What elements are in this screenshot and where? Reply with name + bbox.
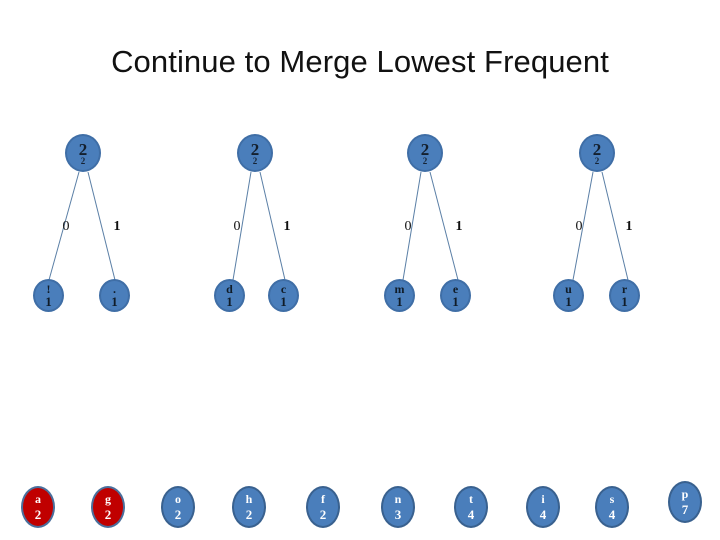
tree-3-leaf-1-symbol: e	[452, 282, 459, 296]
tree-1-leaf-0[interactable]: ! 1	[33, 279, 64, 312]
tree-2-leaf-0-count: 1	[226, 294, 233, 309]
tree-3-root-node[interactable]: 2 2	[407, 134, 443, 172]
symbol-chip-h[interactable]: h 2	[232, 486, 266, 528]
tree-4-leaf-1-count: 1	[621, 294, 628, 309]
symbol-chip-o-symbol: o	[175, 492, 181, 506]
tree-3-root-count: 2	[422, 155, 428, 166]
tree-4-bit-left: 0	[575, 219, 583, 234]
tree-2-leaf-0[interactable]: d 1	[214, 279, 245, 312]
tree-2-root-symbol: 2	[250, 139, 260, 159]
tree-3-leaf-0-symbol: m	[394, 282, 405, 296]
symbol-chip-n-symbol: n	[394, 492, 402, 506]
tree-4-root-node[interactable]: 2 2	[579, 134, 615, 172]
tree-1-leaf-1[interactable]: . 1	[99, 279, 130, 312]
symbol-chip-p-count: 7	[681, 502, 689, 517]
symbol-chip-t-count: 4	[467, 507, 475, 522]
symbol-chip-t-symbol: t	[469, 492, 473, 506]
symbol-chip-g[interactable]: g 2	[91, 486, 125, 528]
symbol-chip-h-symbol: h	[245, 492, 253, 506]
symbol-chip-t[interactable]: t 4	[454, 486, 488, 528]
tree-4-leaf-0-count: 1	[565, 294, 572, 309]
tree-1-leaf-1-symbol: .	[113, 282, 116, 296]
tree-4-leaf-0-symbol: u	[565, 282, 572, 296]
tree-3-bit-left: 0	[404, 219, 412, 234]
tree-4-leaf-1[interactable]: r 1	[609, 279, 640, 312]
tree-2-leaf-1-count: 1	[280, 294, 287, 309]
tree-3-leaf-0[interactable]: m 1	[384, 279, 415, 312]
tree-3-root-symbol: 2	[420, 139, 430, 159]
tree-1-root-count: 2	[80, 155, 86, 166]
tree-1-leaf-1-count: 1	[111, 294, 118, 309]
symbol-chip-n-count: 3	[394, 507, 402, 522]
tree-2-leaf-1-symbol: c	[280, 282, 287, 296]
symbol-chip-a[interactable]: a 2	[21, 486, 55, 528]
symbol-chip-f-count: 2	[319, 507, 327, 522]
tree-1-bit-right: 1	[113, 219, 121, 234]
symbol-chip-i-count: 4	[539, 507, 547, 522]
symbol-chip-p[interactable]: p 7	[668, 481, 702, 523]
tree-2-bit-right: 1	[283, 219, 291, 234]
tree-1-root-symbol: 2	[78, 139, 88, 159]
symbol-chip-s-count: 4	[608, 507, 616, 522]
tree-2-leaf-1[interactable]: c 1	[268, 279, 299, 312]
tree-1-root-node[interactable]: 2 2	[65, 134, 101, 172]
tree-4-leaf-0[interactable]: u 1	[553, 279, 584, 312]
page-title: Continue to Merge Lowest Frequent	[111, 44, 609, 79]
tree-4-root-count: 2	[594, 155, 600, 166]
symbol-chip-o[interactable]: o 2	[161, 486, 195, 528]
tree-3-bit-right: 1	[455, 219, 463, 234]
tree-4-leaf-1-symbol: r	[621, 282, 628, 296]
symbol-chip-f-symbol: f	[321, 492, 325, 506]
symbol-chip-i-symbol: i	[541, 492, 545, 506]
symbol-chip-a-count: 2	[34, 507, 42, 522]
tree-4-root-symbol: 2	[592, 139, 602, 159]
tree-4-bit-right: 1	[625, 219, 633, 234]
tree-2-leaf-0-symbol: d	[226, 282, 233, 296]
tree-3-leaf-1-count: 1	[452, 294, 459, 309]
tree-1-leaf-0-symbol: !	[46, 282, 51, 296]
symbol-chip-n[interactable]: n 3	[381, 486, 415, 528]
symbol-chip-o-count: 2	[174, 507, 182, 522]
symbol-chip-f[interactable]: f 2	[306, 486, 340, 528]
symbol-chip-p-symbol: p	[681, 487, 689, 501]
symbol-chip-g-symbol: g	[105, 492, 111, 506]
tree-2-root-node[interactable]: 2 2	[237, 134, 273, 172]
symbol-chip-g-count: 2	[104, 507, 112, 522]
tree-1-bit-left: 0	[62, 219, 70, 234]
symbol-chip-i[interactable]: i 4	[526, 486, 560, 528]
tree-2-bit-left: 0	[233, 219, 241, 234]
tree-2-root-count: 2	[252, 155, 258, 166]
symbol-chip-s[interactable]: s 4	[595, 486, 629, 528]
symbol-chip-a-symbol: a	[35, 492, 41, 506]
tree-1-leaf-0-count: 1	[45, 294, 52, 309]
tree-3-leaf-0-count: 1	[396, 294, 403, 309]
tree-3-leaf-1[interactable]: e 1	[440, 279, 471, 312]
symbol-chip-s-symbol: s	[609, 492, 615, 506]
symbol-chip-h-count: 2	[245, 507, 253, 522]
